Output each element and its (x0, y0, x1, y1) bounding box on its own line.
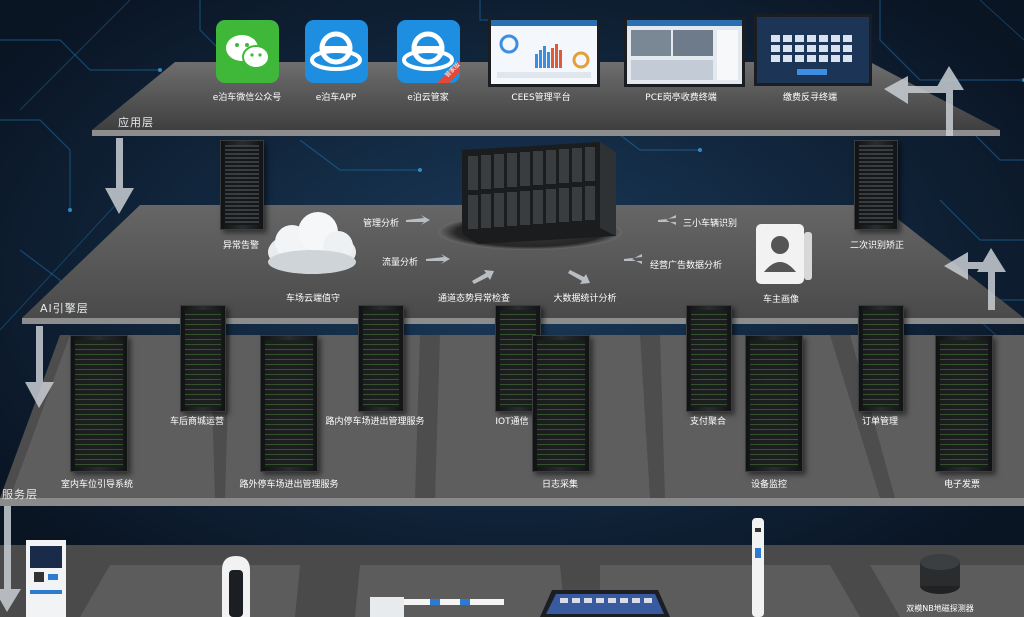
ai-label-owner-profile: 车主画像 (762, 295, 800, 305)
ai-label-channel-check: 通道态势异常检查 (437, 294, 511, 304)
dashboard-screen (488, 17, 600, 87)
app-label-app: e泊车APP (315, 93, 357, 103)
analysis-arrows (406, 215, 676, 284)
service-rack (358, 305, 404, 412)
service-label-after-market: 车后商城运营 (169, 417, 225, 427)
app-label-kiosk: 缴费反寻终端 (782, 93, 838, 103)
service-label-offstreet: 路外停车场进出管理服务 (239, 480, 339, 490)
app-label-butler: e泊云管家 (407, 93, 449, 103)
owner-profile-icon (756, 224, 812, 284)
geomagnetic-detector (920, 554, 960, 594)
service-rack (180, 305, 226, 412)
service-label-device-monitor: 设备监控 (750, 480, 788, 490)
ai-label-alarm: 异常告警 (222, 241, 260, 251)
cloud-icon (268, 212, 356, 274)
service-rack (745, 335, 803, 472)
ai-label-cloud-guard: 车场云端值守 (285, 294, 341, 304)
service-label-indoor-guidance: 室内车位引导系统 (60, 480, 134, 490)
service-label-onstreet: 路内停车场进出管理服务 (325, 417, 425, 427)
ai-label-small-vehicle: 三小车辆识别 (682, 219, 738, 229)
booth-terminal-screen (624, 17, 745, 87)
service-label-e-invoice: 电子发票 (943, 480, 981, 490)
core-blade-server (462, 142, 616, 244)
service-label-payment: 支付聚合 (689, 417, 727, 427)
service-rack (858, 305, 904, 412)
tablet-terminal (540, 590, 670, 617)
e-logo-icon (305, 20, 368, 83)
layer-flow-arrows (0, 66, 1006, 612)
service-rack (70, 335, 128, 472)
service-label-order: 订单管理 (861, 417, 899, 427)
ai-label-secondary-recognition: 二次识别矫正 (849, 241, 905, 251)
device-label-detector: 双模NB地磁探测器 (906, 604, 974, 613)
e-logo-icon-butler: 管家版 (397, 20, 462, 83)
wechat-icon (216, 20, 279, 83)
service-rack (532, 335, 590, 472)
ai-server-tower-left (220, 140, 264, 230)
layer-title-ai-engine: AI引擎层 (40, 302, 89, 315)
parking-kiosk (26, 540, 66, 617)
charging-post (222, 556, 250, 617)
service-label-iot: IOT通信 (495, 417, 529, 427)
ai-label-big-data: 大数据统计分析 (553, 294, 617, 304)
payment-kiosk-screen (754, 14, 872, 86)
ai-label-traffic: 流量分析 (381, 258, 419, 268)
layer-title-service: 服务层 (2, 488, 38, 501)
layer-title-application: 应用层 (118, 116, 154, 129)
ai-label-ad-data: 经营广告数据分析 (649, 261, 723, 271)
service-rack (686, 305, 732, 412)
ai-server-tower-right (854, 140, 898, 230)
service-rack (935, 335, 993, 472)
service-rack (260, 335, 318, 472)
app-label-booth: PCE岗亭收费终端 (645, 93, 717, 103)
barrier-gate (370, 597, 504, 617)
service-label-log: 日志采集 (541, 480, 579, 490)
ai-label-management: 管理分析 (362, 219, 400, 229)
app-label-cees: CEES管理平台 (511, 93, 571, 103)
app-label-wechat: e泊车微信公众号 (212, 93, 282, 103)
guidance-pole (752, 518, 764, 617)
